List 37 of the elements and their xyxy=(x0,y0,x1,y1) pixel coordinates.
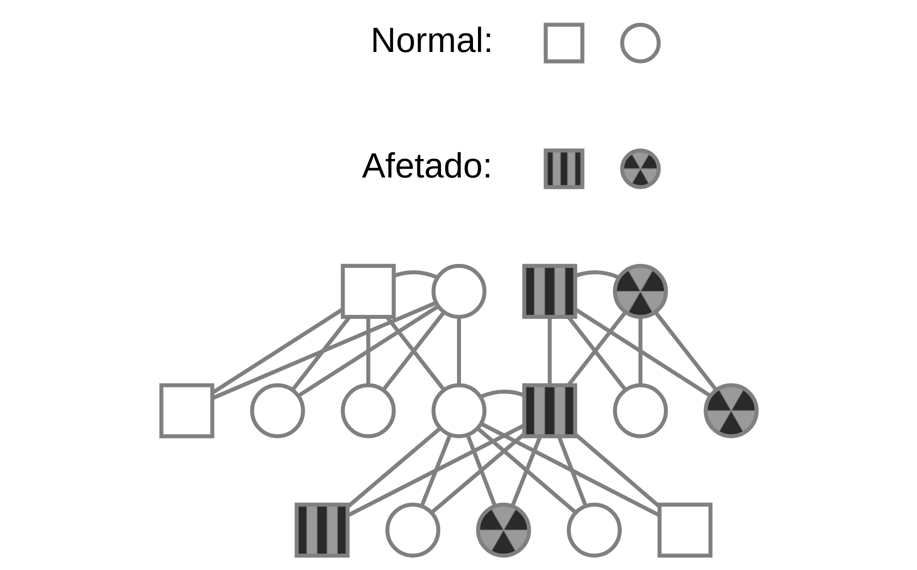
connector xyxy=(290,316,351,391)
node-circle xyxy=(340,383,396,438)
connector xyxy=(430,432,525,514)
connector xyxy=(419,434,452,507)
connector xyxy=(456,317,460,386)
connector xyxy=(510,436,542,507)
connector xyxy=(547,317,552,386)
node-circle xyxy=(431,383,486,438)
connector xyxy=(346,424,524,518)
connector xyxy=(211,308,343,394)
node-box xyxy=(657,502,712,558)
connector xyxy=(574,270,619,280)
connector xyxy=(476,426,576,514)
node-circle xyxy=(612,383,668,438)
connector xyxy=(211,301,436,400)
legend-label: Normal: xyxy=(370,20,493,60)
node-circle xyxy=(431,264,486,319)
node-box xyxy=(340,264,396,319)
connector xyxy=(346,426,441,508)
node-box xyxy=(158,383,214,438)
node-circle xyxy=(250,383,304,438)
node-circle xyxy=(384,502,440,558)
connector xyxy=(480,390,524,399)
connector xyxy=(574,433,660,508)
legend-label: Afetado: xyxy=(361,146,492,186)
node-box xyxy=(543,22,584,64)
node-circle xyxy=(620,22,660,64)
connector xyxy=(574,308,711,398)
connector xyxy=(465,434,496,506)
connector xyxy=(653,310,717,391)
connector xyxy=(638,317,642,386)
node-circle xyxy=(566,502,622,558)
connector xyxy=(392,270,438,280)
connector xyxy=(556,436,588,507)
connector xyxy=(366,317,370,386)
connector xyxy=(480,422,660,517)
connector xyxy=(297,304,439,398)
